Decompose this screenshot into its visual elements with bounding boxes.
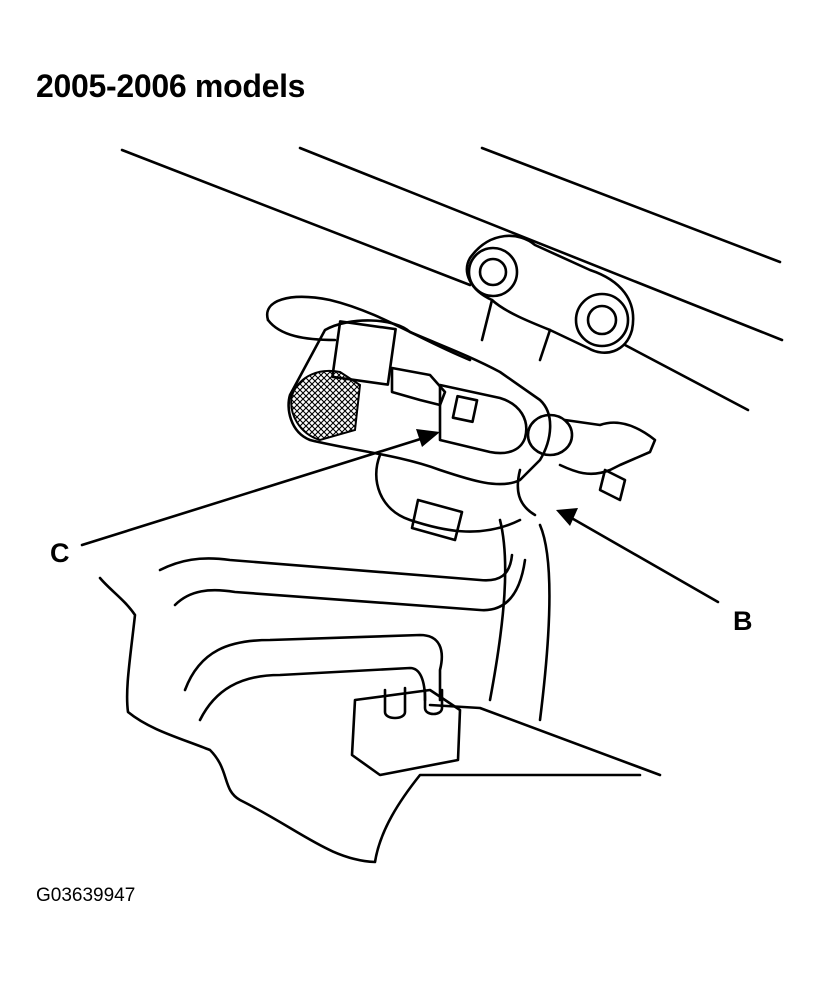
connector-tip — [526, 413, 574, 457]
clip-tab — [598, 468, 627, 502]
body-outline — [428, 703, 662, 777]
arrowhead-c — [416, 429, 440, 447]
clip-arm — [558, 418, 657, 476]
clamp-foot — [410, 498, 464, 542]
bolt-upper — [467, 246, 519, 298]
hose — [198, 666, 427, 722]
bracket-leg — [480, 298, 494, 342]
connector-housing — [287, 319, 552, 486]
callout-label-b: B — [733, 606, 753, 636]
harness-clamp — [375, 453, 522, 533]
bolt-upper-head — [478, 257, 508, 287]
diagram-title: 2005-2006 models — [36, 68, 306, 104]
body-outline — [98, 576, 642, 864]
wire-harness — [265, 295, 472, 362]
hose — [488, 518, 507, 702]
leader-line-b — [566, 514, 720, 604]
hose — [158, 553, 514, 582]
connector-plug — [331, 320, 397, 386]
panel-edge-line — [298, 146, 784, 342]
bolt-lower — [574, 292, 630, 348]
bolt-lower-head — [586, 304, 618, 336]
callout-label-c: C — [50, 538, 70, 568]
hose — [183, 633, 444, 702]
harness-clamp — [516, 468, 537, 517]
valve-port — [423, 688, 444, 716]
connector-barrel — [438, 383, 528, 455]
connector-latch — [451, 394, 479, 424]
connector-hatched-face — [290, 370, 362, 442]
valve-port — [383, 686, 407, 720]
connector-stem — [390, 366, 447, 407]
leader-line-c — [80, 434, 432, 547]
panel-edge-line — [623, 343, 750, 412]
panel-edge-line — [120, 148, 472, 287]
arrowhead-b — [556, 508, 578, 526]
hose — [538, 523, 551, 722]
figure-id: G03639947 — [36, 885, 136, 906]
hose — [173, 558, 527, 612]
valve-block — [350, 688, 462, 777]
panel-edge-line — [480, 146, 782, 264]
wire-harness — [266, 318, 337, 342]
bracket-leg — [538, 328, 552, 362]
